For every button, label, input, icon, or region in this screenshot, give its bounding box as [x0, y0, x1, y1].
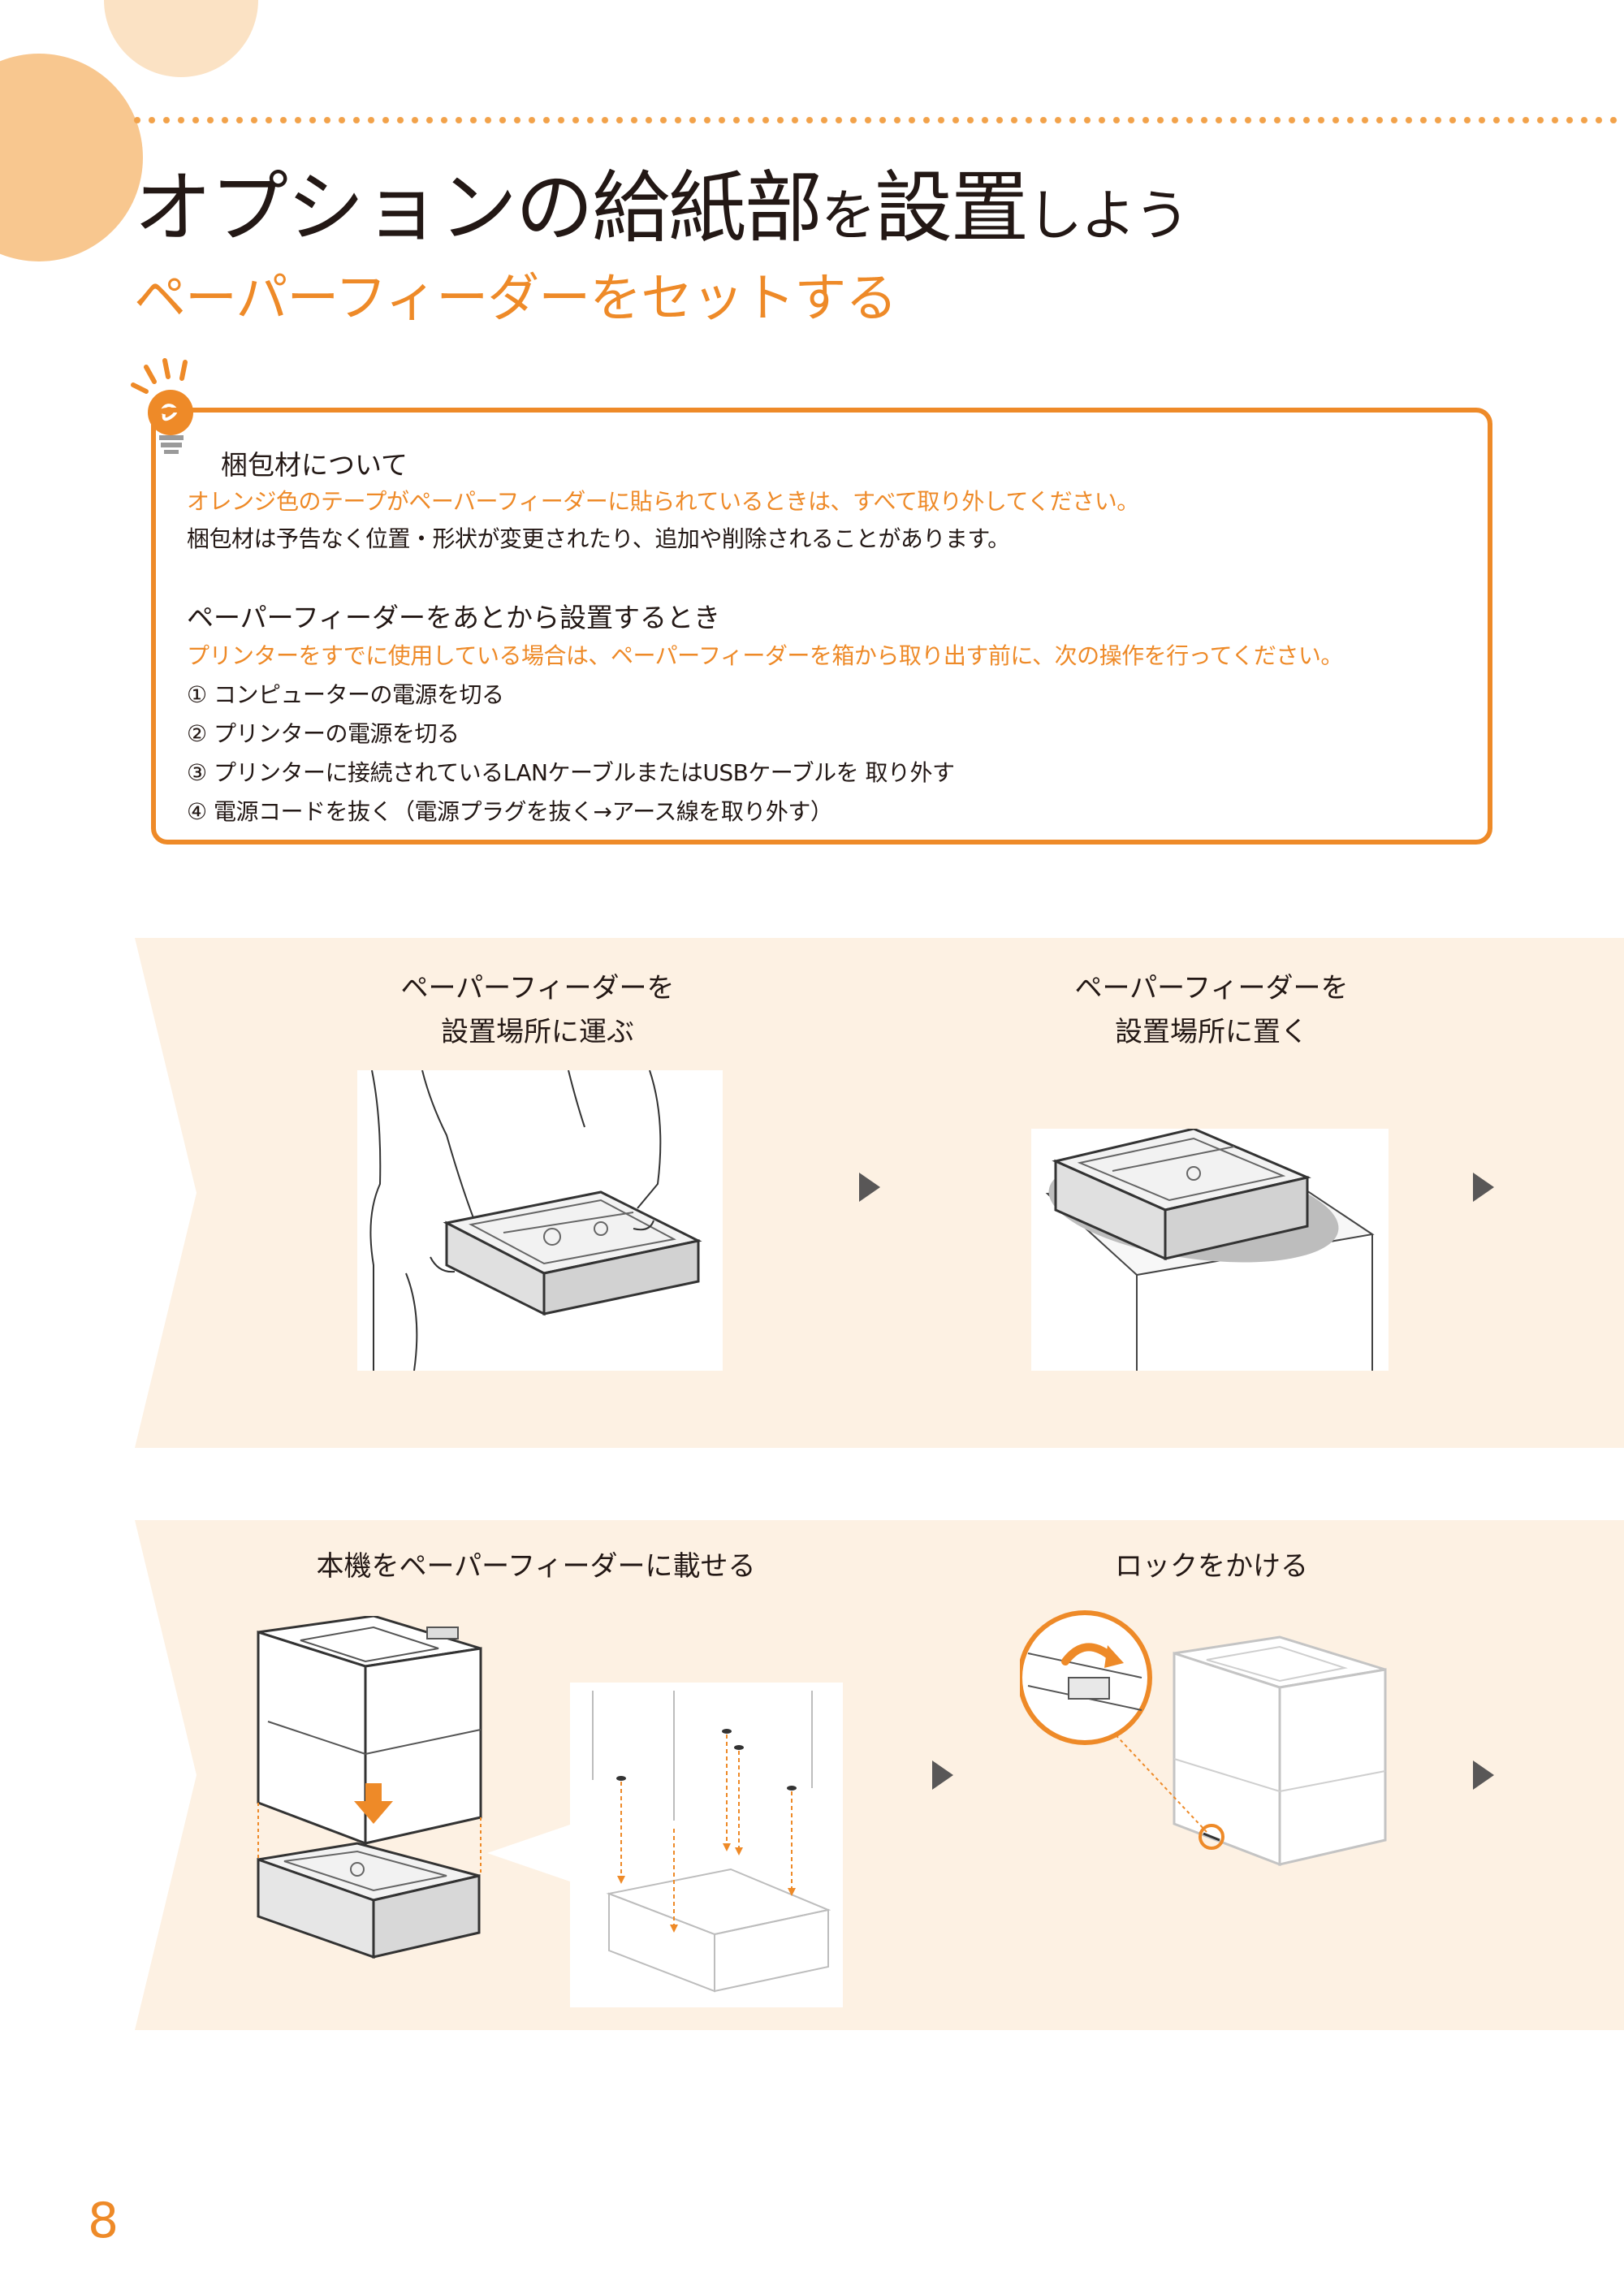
dotted-divider	[130, 117, 1624, 123]
step-label-line: ロックをかける	[1115, 1550, 1308, 1583]
packing-warning: オレンジ色のテープがペーパーフィーダーに貼られているときは、すべて取り外してくだ…	[187, 488, 1139, 515]
decor-circle-main	[0, 54, 143, 261]
step-label-line: 本機をペーパーフィーダーに載せる	[316, 1550, 756, 1583]
page-title: オプションの給紙部を設置しよう	[134, 145, 1190, 257]
packing-text: 梱包材は予告なく位置・形状が変更されたり、追加や削除されることがあります。	[187, 525, 1010, 552]
place-feeder-illustration	[1031, 1129, 1389, 1371]
step-label-line: 設置場所に置く	[1115, 1016, 1308, 1048]
step-label-line: ペーパーフィーダーを	[1074, 972, 1349, 1004]
later-install-step: ④ 電源コードを抜く（電源プラグを抜く→アース線を取り外す）	[187, 798, 833, 825]
later-install-warning: プリンターをすでに使用している場合は、ペーパーフィーダーを箱から取り出す前に、次…	[187, 642, 1343, 669]
carry-feeder-illustration	[357, 1070, 723, 1371]
next-arrow-icon	[1473, 1173, 1494, 1202]
page-subtitle: ペーパーフィーダーをセットする	[134, 269, 897, 329]
chevron-edge	[135, 1520, 197, 2030]
later-install-step: ① コンピューターの電源を切る	[187, 681, 504, 708]
mount-printer-illustration	[257, 1616, 482, 1959]
step-label-carry: ペーパーフィーダーを 設置場所に運ぶ	[351, 966, 724, 1054]
lock-illustration	[1020, 1610, 1387, 1867]
next-arrow-icon	[1473, 1760, 1494, 1790]
decor-circle-light	[104, 0, 258, 77]
chevron-edge	[135, 938, 197, 1448]
note-box: 梱包材について オレンジ色のテープがペーパーフィーダーに貼られているときは、すべ…	[151, 408, 1492, 845]
step-label-line: ペーパーフィーダーを	[400, 972, 675, 1004]
step-label-mount: 本機をペーパーフィーダーに載せる	[292, 1544, 780, 1588]
alignment-pins-callout	[487, 1683, 843, 2007]
packing-heading: 梱包材について	[221, 449, 408, 481]
step-label-line: 設置場所に運ぶ	[441, 1016, 634, 1048]
title-part: オプションの給紙部	[134, 162, 823, 253]
title-part: 設置	[875, 162, 1029, 253]
title-part: を	[821, 184, 876, 248]
step-label-lock: ロックをかける	[1025, 1544, 1398, 1588]
later-install-step: ② プリンターの電源を切る	[187, 720, 460, 747]
page-number: 8	[88, 2192, 119, 2249]
later-install-heading: ペーパーフィーダーをあとから設置するとき	[187, 602, 721, 633]
next-arrow-icon	[932, 1760, 953, 1790]
title-part: しよう	[1027, 184, 1190, 248]
later-install-step: ③ プリンターに接続されているLANケーブルまたはUSBケーブルを 取り外す	[187, 759, 955, 786]
step-label-place: ペーパーフィーダーを 設置場所に置く	[1025, 966, 1398, 1054]
next-arrow-icon	[859, 1173, 880, 1202]
